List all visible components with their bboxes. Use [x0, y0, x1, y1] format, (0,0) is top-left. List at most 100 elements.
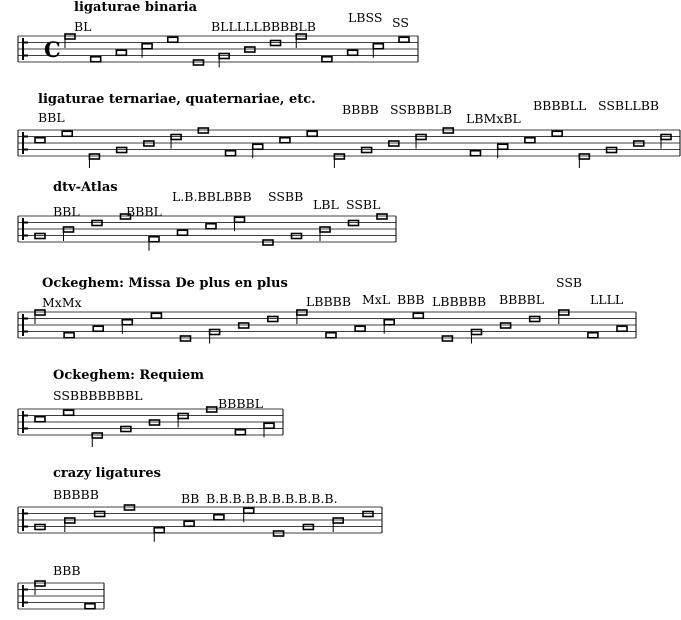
ligature-note	[295, 33, 308, 40]
c-clef-icon	[22, 132, 28, 154]
ligature-label: LBBBBB	[432, 294, 487, 309]
ligature-label: SSB	[556, 275, 583, 290]
ligature-label: LBL	[313, 197, 339, 212]
ligature-label: MxMx	[42, 295, 82, 310]
ligature-note	[388, 140, 400, 147]
ligature-note	[346, 49, 359, 57]
ligature-note	[177, 412, 189, 420]
ligature-note	[319, 226, 331, 233]
ligature-note	[524, 136, 536, 144]
ligature-note	[251, 143, 264, 151]
ligature-label: LBSS	[348, 10, 383, 25]
ligature-label: BBB	[397, 292, 425, 307]
common-time-signature: C	[44, 37, 61, 62]
ligature-label: BLLLLLBBBBLB	[211, 19, 316, 34]
c-clef-icon	[22, 218, 28, 240]
ligature-note	[121, 318, 134, 326]
ligature-note	[150, 312, 163, 320]
ligature-label: BBBB	[342, 102, 379, 117]
ligature-note	[415, 133, 427, 141]
ligature-note	[62, 409, 75, 417]
ligature-note	[266, 315, 279, 323]
ligature-label: SSBLLBB	[598, 98, 660, 113]
ligature-note	[442, 127, 455, 134]
ligature-note	[269, 39, 282, 47]
ligature-note	[93, 510, 106, 518]
ligature-note	[208, 328, 221, 336]
ligature-note	[279, 136, 291, 144]
ligature-note	[272, 530, 285, 537]
ligature-label: LBMxBL	[466, 111, 521, 126]
system-3-title: dtv-Atlas	[53, 180, 118, 195]
ligature-note	[34, 580, 46, 587]
ligature-note	[398, 36, 410, 44]
ligature-label: BBB	[53, 563, 81, 578]
ligature-label: BBBBL	[218, 396, 264, 411]
ligature-note	[499, 322, 512, 329]
staff-system-4	[17, 309, 637, 344]
ligature-note	[551, 130, 563, 138]
ligature-note	[233, 216, 246, 224]
ligature-note	[143, 140, 155, 147]
ligature-note	[290, 232, 303, 240]
ligature-label: BBBBLL	[533, 98, 587, 113]
ligature-note	[354, 325, 366, 333]
system-1-title: ligaturae binaria	[74, 0, 198, 15]
system-4-title: Ockeghem: Missa De plus en plus	[42, 276, 288, 291]
ligature-label: SSBBBBBBBL	[53, 388, 143, 403]
c-clef-icon	[22, 509, 28, 531]
ligature-label: L.B.BBLBBB	[172, 189, 252, 204]
ligature-note	[347, 219, 360, 227]
ligature-label: BBL	[38, 110, 65, 125]
ligature-note	[88, 153, 101, 160]
ligature-note	[34, 523, 46, 531]
ligature-note	[120, 425, 132, 433]
ligature-note	[244, 46, 256, 53]
ligature-note	[332, 517, 344, 524]
ligature-label: SSBB	[268, 189, 304, 204]
ligature-note	[302, 523, 315, 531]
ligature-note	[61, 130, 74, 138]
ligature-label: BBBBB	[53, 487, 99, 502]
ligature-note	[496, 143, 509, 151]
ligature-note	[141, 42, 153, 50]
system-2-title: ligaturae ternariae, quaternariae, etc.	[38, 92, 316, 107]
ligature-note	[616, 325, 628, 333]
ligature-note	[262, 239, 274, 246]
ligature-note	[412, 312, 425, 320]
ligature-note	[205, 406, 218, 413]
ligature-note	[92, 325, 104, 333]
ligature-note	[218, 52, 230, 60]
ligature-note	[237, 322, 250, 329]
ligature-note	[205, 222, 217, 230]
ligature-note	[587, 331, 599, 339]
ligature-label: BBL	[53, 204, 80, 219]
ligature-note	[148, 419, 161, 426]
ligature-note	[115, 146, 128, 154]
ligature-note	[91, 219, 103, 227]
ligature-note	[213, 513, 225, 521]
staff-system-5	[17, 406, 284, 447]
ligature-note	[325, 331, 337, 339]
ligature-note	[89, 55, 102, 63]
ligature-note	[372, 42, 385, 50]
ligature-label: SSBL	[346, 197, 381, 212]
ligature-label: BBBL	[126, 204, 162, 219]
ligature-note	[632, 140, 645, 147]
ligature-note	[333, 153, 346, 160]
ligature-note	[64, 517, 76, 524]
ligature-note	[119, 213, 132, 220]
ligature-note	[62, 226, 75, 233]
ligature-label: SS	[392, 15, 409, 30]
ligature-note	[153, 526, 166, 534]
staff-system-1	[17, 33, 419, 68]
ligature-note	[183, 520, 195, 528]
ligature-note	[34, 309, 46, 316]
ligature-note	[34, 136, 46, 144]
ligature-label: LBBBB	[306, 294, 352, 309]
ligature-note	[441, 335, 454, 342]
ligature-note	[605, 146, 618, 154]
ligature-note	[660, 133, 672, 141]
ligature-label: MxL	[362, 292, 391, 307]
ligature-note	[64, 33, 76, 40]
